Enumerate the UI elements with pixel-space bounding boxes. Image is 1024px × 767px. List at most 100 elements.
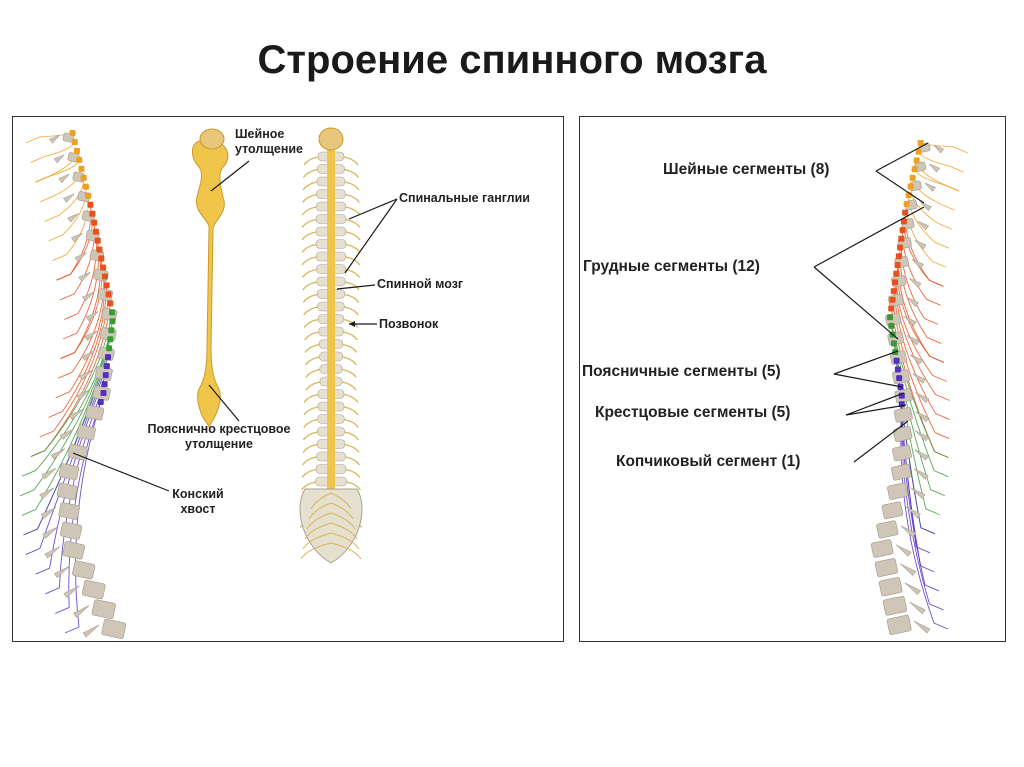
right-side-spine-vertebra-body-15 xyxy=(892,425,913,442)
left-side-spine-vertebra-process-22 xyxy=(53,565,70,579)
right-side-spine-segment-thoracic-17 xyxy=(890,288,897,295)
sacral-root-left-0 xyxy=(310,492,332,510)
left-side-spine-vertebra-body-18 xyxy=(56,482,78,500)
left-side-spine-segment-thoracic-18 xyxy=(105,291,112,298)
left-diagram-svg xyxy=(19,127,398,639)
left-side-spine-vertebra-process-4 xyxy=(67,213,79,223)
label-spinal-ganglia: Спинальные ганглии xyxy=(399,191,530,205)
leader-spinal-ganglia-2 xyxy=(344,198,398,274)
label-cervical-segments: Шейные сегменты (8) xyxy=(663,161,830,178)
right-side-spine-segment-sacral-27 xyxy=(896,375,903,382)
posterior-cord xyxy=(327,147,335,527)
posterior-nerve-left-22 xyxy=(302,431,318,441)
posterior-nerve-right-22 xyxy=(344,431,360,441)
leader-sacral-2 xyxy=(845,404,907,416)
posterior-nerve-right-16 xyxy=(342,356,357,366)
left-side-spine-segment-sacral-27 xyxy=(102,372,109,379)
leader-coccygeal xyxy=(853,420,909,463)
left-side-spine-vertebra-process-0 xyxy=(49,134,60,144)
posterior-nerve-left-24 xyxy=(302,456,317,466)
sacral-root-left-5 xyxy=(300,542,332,560)
left-side-spine-segment-lumbar-22 xyxy=(108,327,115,334)
left-side-spine-nerve-cervical-6 xyxy=(48,186,87,242)
left-side-spine-vertebra-process-1 xyxy=(53,154,65,164)
left-side-spine-vertebra-process-25 xyxy=(82,624,100,638)
left-side-spine-segment-thoracic-14 xyxy=(98,255,105,262)
posterior-nerve-left-13 xyxy=(303,318,319,328)
right-side-spine-segment-sacral-26 xyxy=(894,366,901,373)
label-cervical-enlargement-line1: Шейное xyxy=(235,127,285,141)
right-side-spine-vertebra-body-21 xyxy=(870,539,894,558)
posterior-nerve-left-11 xyxy=(302,293,318,303)
left-side-spine-segment-thoracic-15 xyxy=(100,264,107,271)
left-side-spine-vertebra-body-14 xyxy=(85,404,105,421)
sacral-root-right-0 xyxy=(330,492,352,510)
right-side-spine-segment-thoracic-13 xyxy=(895,253,902,260)
left-side-spine-vertebra-body-25 xyxy=(101,618,127,639)
right-side-spine-vertebra-process-11 xyxy=(909,354,924,365)
right-side-spine-segment-cervical-3 xyxy=(911,166,918,173)
posterior-nerve-right-6 xyxy=(345,231,361,241)
left-side-spine-vertebra-process-3 xyxy=(63,193,75,203)
right-side-spine-vertebra-body-19 xyxy=(881,501,904,520)
right-diagram-panel: Шейные сегменты (8) Грудные сегменты (12… xyxy=(579,116,1006,642)
label-lumbosacral-enlargement: Пояснично крестцовое утолщение xyxy=(139,422,299,452)
left-side-spine-vertebra-body-21 xyxy=(62,541,85,560)
leader-thoracic-2 xyxy=(813,266,899,340)
brainstem-cap xyxy=(199,128,225,150)
posterior-nerve-left-14 xyxy=(304,331,319,341)
left-side-spine-segment-sacral-29 xyxy=(100,390,107,397)
right-side-spine-vertebra-body-16 xyxy=(891,444,912,462)
right-side-spine-segment-thoracic-11 xyxy=(898,235,905,242)
leader-spinal-cord xyxy=(336,284,376,290)
posterior-nerve-left-0 xyxy=(303,156,319,166)
posterior-nerve-right-15 xyxy=(342,343,358,353)
right-side-spine-vertebra-body-25 xyxy=(886,614,912,635)
left-side-spine-vertebra-process-16 xyxy=(50,448,66,460)
leader-cervical-1 xyxy=(875,142,929,172)
right-side-spine-vertebra-process-15 xyxy=(914,430,930,442)
label-cauda-equina: Конский хвост xyxy=(163,487,233,517)
label-thoracic-segments: Грудные сегменты (12) xyxy=(583,258,760,275)
left-side-spine-nerve-thoracic-11 xyxy=(64,231,98,320)
left-side-spine-vertebra-body-20 xyxy=(60,521,83,540)
right-side-spine-segment-cervical-0 xyxy=(917,140,924,146)
posterior-brainstem xyxy=(318,127,344,151)
label-coccygeal-segment: Копчиковый сегмент (1) xyxy=(616,453,801,470)
posterior-nerve-right-3 xyxy=(345,193,360,203)
right-side-spine-vertebra-process-13 xyxy=(915,392,930,404)
right-side-spine-vertebra-process-23 xyxy=(904,582,921,596)
posterior-nerve-right-2 xyxy=(344,181,360,191)
posterior-nerve-left-4 xyxy=(301,206,317,216)
right-side-spine-vertebra-process-3 xyxy=(920,201,932,212)
left-side-spine-segment-thoracic-9 xyxy=(89,210,96,217)
left-side-spine-vertebra-process-20 xyxy=(42,526,58,539)
right-side-spine-segment-thoracic-18 xyxy=(889,296,896,303)
left-side-spine-segment-thoracic-10 xyxy=(91,219,98,226)
right-side-spine-segment-cervical-1 xyxy=(915,148,922,155)
posterior-nerve-right-9 xyxy=(345,268,361,278)
left-side-spine-vertebra-body-15 xyxy=(76,424,96,441)
slide-title: Строение спинного мозга xyxy=(257,38,767,82)
right-side-spine-vertebra-process-9 xyxy=(903,316,917,327)
left-side-spine-vertebra-process-11 xyxy=(81,350,95,361)
right-side-spine-segment-lumbar-21 xyxy=(888,322,895,329)
right-side-spine-segment-thoracic-16 xyxy=(892,279,899,286)
right-side-spine-vertebra-body-22 xyxy=(874,558,898,578)
posterior-nerve-right-21 xyxy=(344,418,359,428)
left-side-spine-segment-thoracic-8 xyxy=(87,201,94,208)
leader-cauda-equina xyxy=(72,452,170,492)
posterior-nerve-right-0 xyxy=(343,156,359,166)
left-side-spine-vertebra-process-10 xyxy=(84,330,98,342)
posterior-nerve-left-23 xyxy=(302,443,318,453)
sacral-root-left-4 xyxy=(302,532,332,550)
posterior-nerve-right-20 xyxy=(343,406,359,416)
leader-cervical-enlargement xyxy=(210,160,250,192)
posterior-nerve-right-7 xyxy=(345,243,361,253)
sacral-root-right-4 xyxy=(330,532,360,550)
posterior-nerve-right-1 xyxy=(344,168,359,178)
leader-spinal-ganglia-1 xyxy=(348,198,398,220)
posterior-nerve-right-12 xyxy=(344,306,359,316)
left-side-spine-vertebra-process-19 xyxy=(40,507,56,519)
left-side-spine-segment-sacral-26 xyxy=(103,363,110,370)
